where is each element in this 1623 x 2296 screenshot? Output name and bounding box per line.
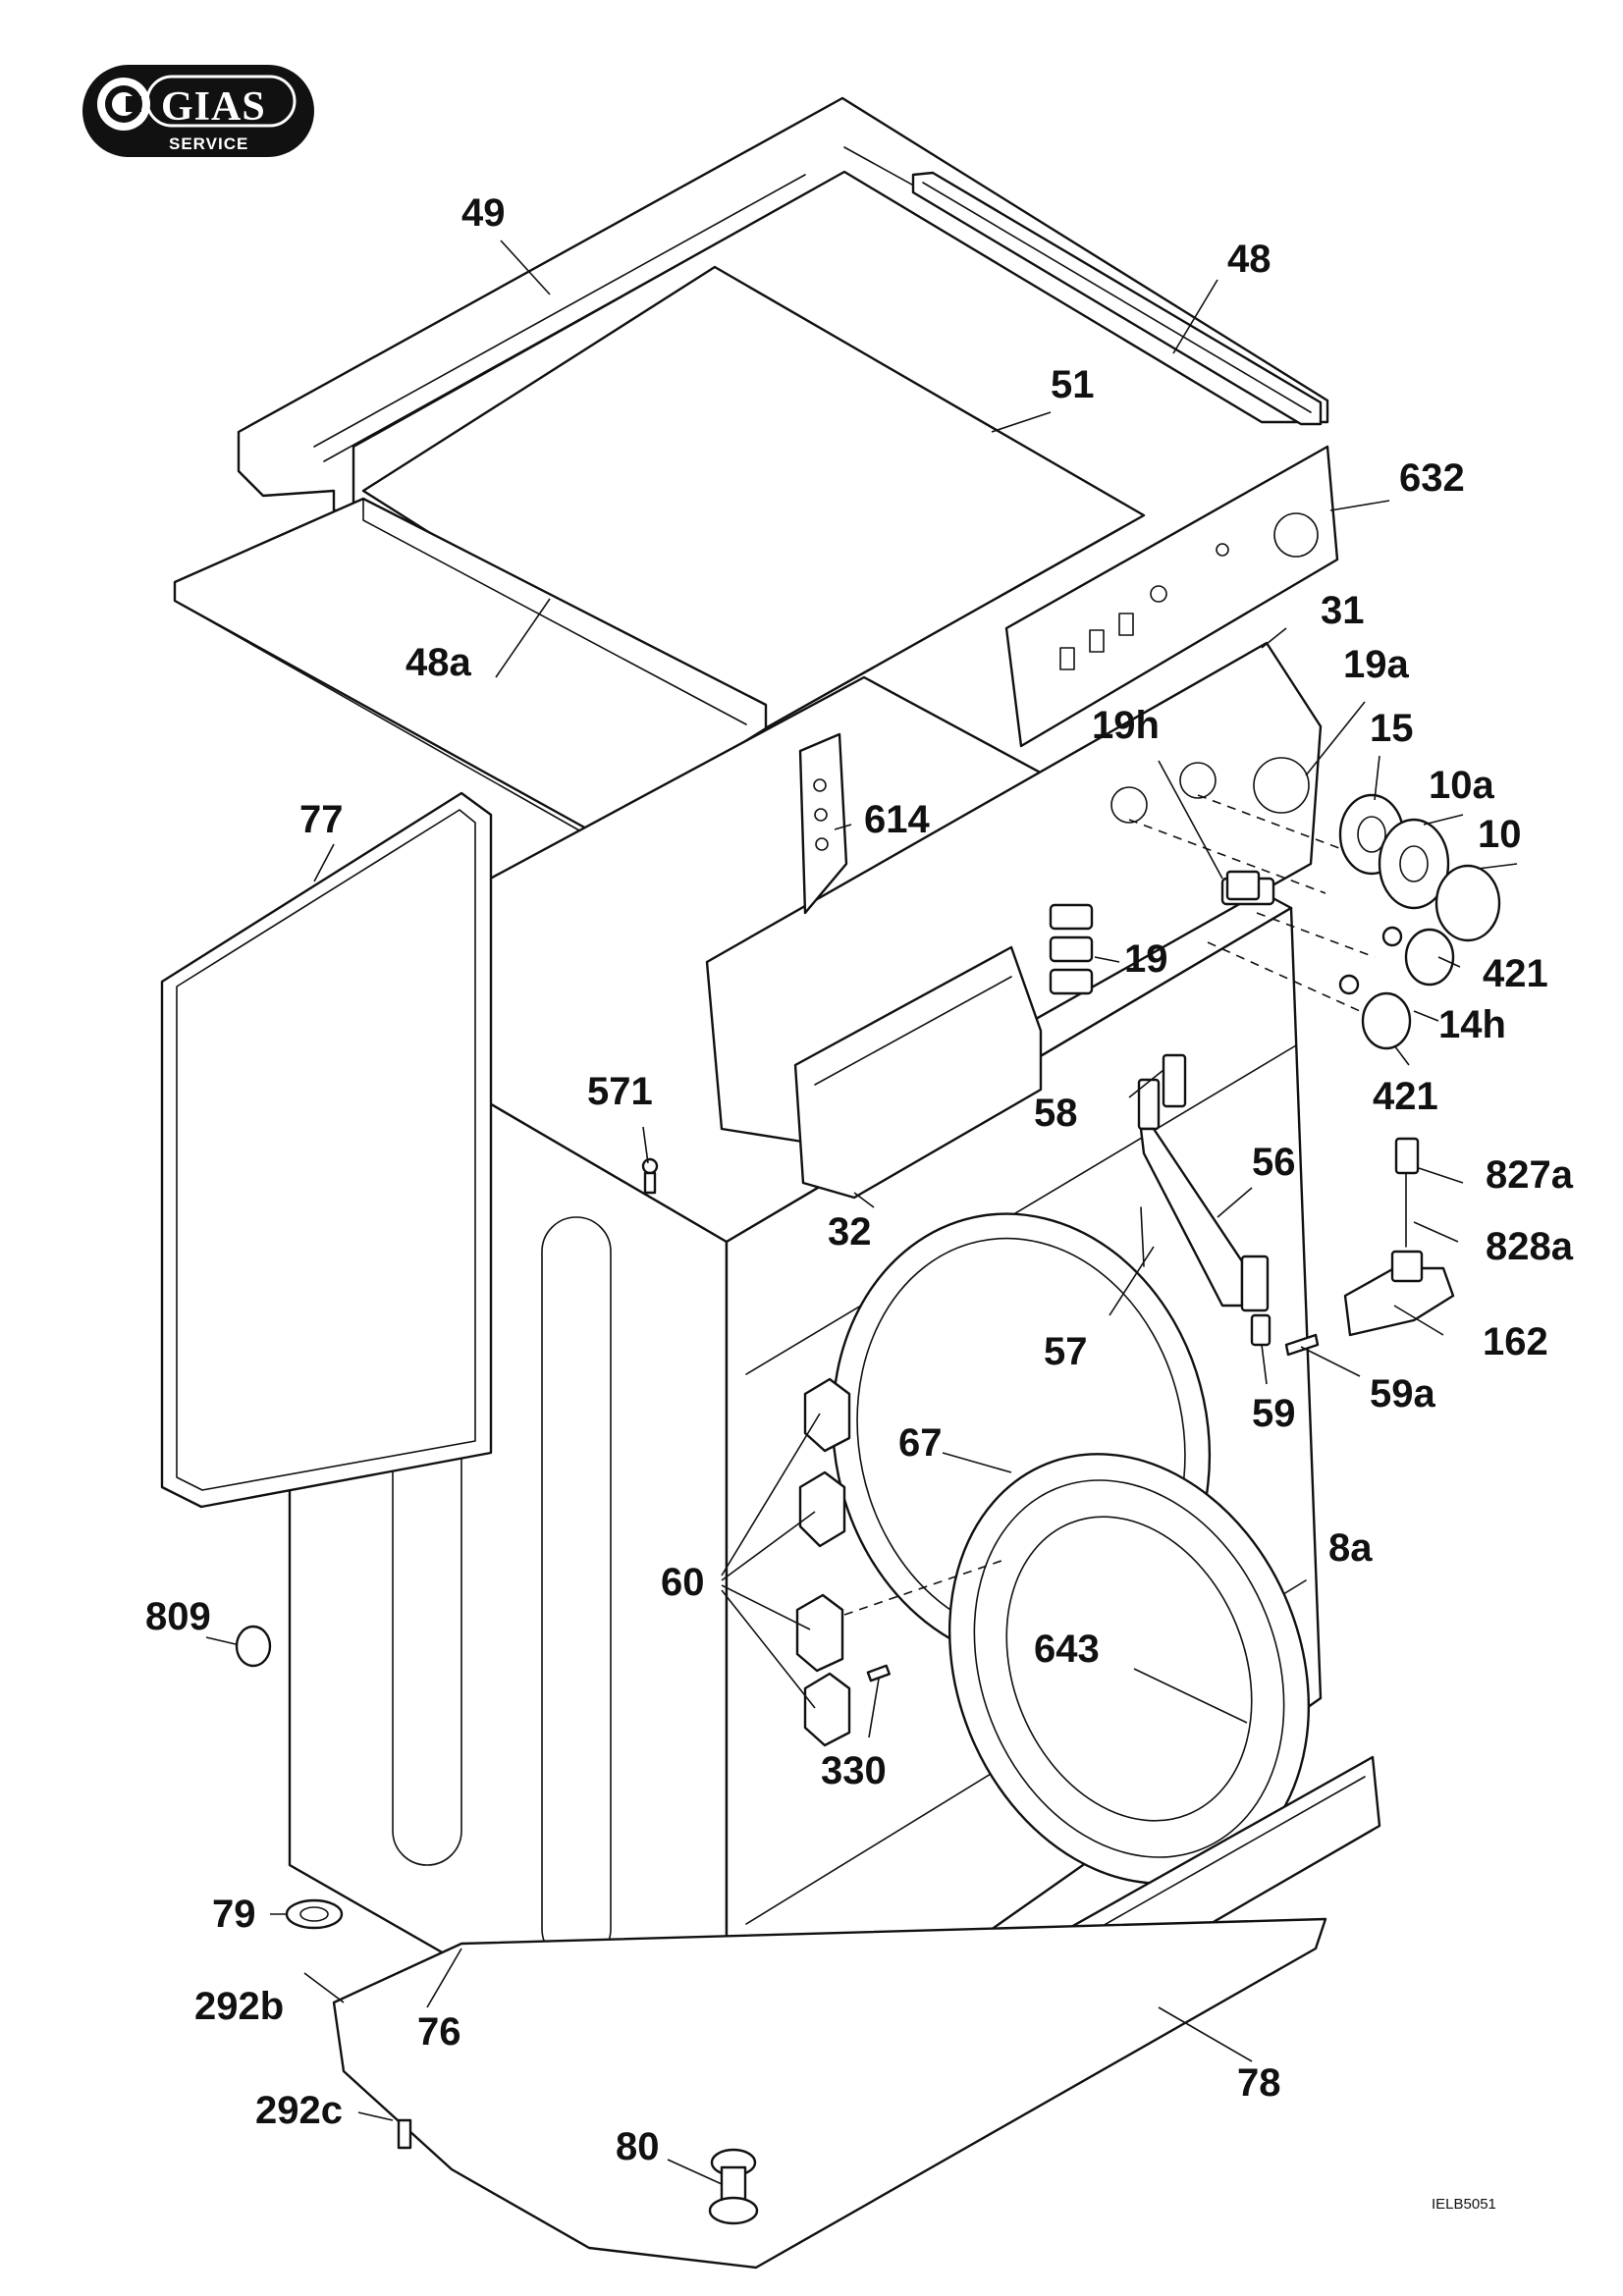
callout-10: 10 <box>1478 813 1522 856</box>
logo-brand-text: GIAS <box>161 84 266 130</box>
callout-10a: 10a <box>1429 764 1494 807</box>
gasket-frame <box>160 791 493 1509</box>
callout-76: 76 <box>417 2010 461 2054</box>
callout-14h: 14h <box>1438 1003 1506 1046</box>
callout-60: 60 <box>661 1561 705 1604</box>
callout-67: 67 <box>898 1421 943 1465</box>
callout-19: 19 <box>1124 937 1168 981</box>
part-callouts: 49 48 51 632 31 48a 19a 19h 15 10a 10 77… <box>145 191 1574 2168</box>
bottom-board <box>173 497 768 836</box>
callout-809: 809 <box>145 1595 211 1638</box>
pressure-switch-bracket <box>798 732 848 915</box>
callout-421-bottom: 421 <box>1373 1075 1438 1118</box>
callout-80: 80 <box>616 2125 660 2168</box>
callout-614: 614 <box>864 798 930 841</box>
callout-292b: 292b <box>194 1985 284 2028</box>
top-side-rail <box>911 171 1323 426</box>
callout-162: 162 <box>1483 1320 1548 1363</box>
logo-subtitle-text: SERVICE <box>169 134 248 153</box>
small-parts <box>235 1157 1320 2225</box>
callout-19h: 19h <box>1092 704 1160 747</box>
callout-19a: 19a <box>1343 643 1409 686</box>
callout-292c: 292c <box>255 2089 343 2132</box>
callout-571: 571 <box>587 1070 653 1113</box>
callout-48: 48 <box>1227 238 1271 281</box>
control-panel-back-plate <box>1004 445 1339 748</box>
callout-59: 59 <box>1252 1392 1296 1435</box>
callout-31: 31 <box>1321 589 1365 632</box>
leader-lines <box>205 240 1518 2185</box>
button-block <box>1049 870 1275 995</box>
callout-32: 32 <box>828 1210 872 1254</box>
callout-57: 57 <box>1044 1330 1088 1373</box>
callout-15: 15 <box>1370 707 1414 750</box>
callout-56: 56 <box>1252 1141 1296 1184</box>
callout-828a: 828a <box>1486 1225 1574 1268</box>
callout-78: 78 <box>1237 2061 1281 2105</box>
callout-643: 643 <box>1034 1628 1100 1671</box>
callout-49: 49 <box>461 191 506 235</box>
callout-8a: 8a <box>1328 1526 1373 1570</box>
callout-421-top: 421 <box>1483 952 1548 995</box>
door-lock-assembly <box>1137 1053 1271 1347</box>
callout-48a: 48a <box>406 641 471 684</box>
callout-59a: 59a <box>1370 1372 1435 1415</box>
callout-77: 77 <box>299 798 344 841</box>
knob-set <box>1207 793 1501 1050</box>
callout-79: 79 <box>212 1893 256 1936</box>
callout-330: 330 <box>821 1749 887 1792</box>
hinge-set <box>795 1377 1002 1747</box>
callout-58: 58 <box>1034 1092 1078 1135</box>
gias-service-logo: GIAS SERVICE <box>82 65 314 157</box>
base-plate <box>332 1917 1327 2269</box>
drawing-reference-id: IELB5051 <box>1432 2196 1496 2213</box>
heater-sensor-assembly <box>1343 1137 1455 1337</box>
callout-632: 632 <box>1399 456 1465 500</box>
callout-827a: 827a <box>1486 1153 1574 1197</box>
detergent-drawer <box>793 945 1043 1200</box>
callout-51: 51 <box>1051 363 1095 406</box>
